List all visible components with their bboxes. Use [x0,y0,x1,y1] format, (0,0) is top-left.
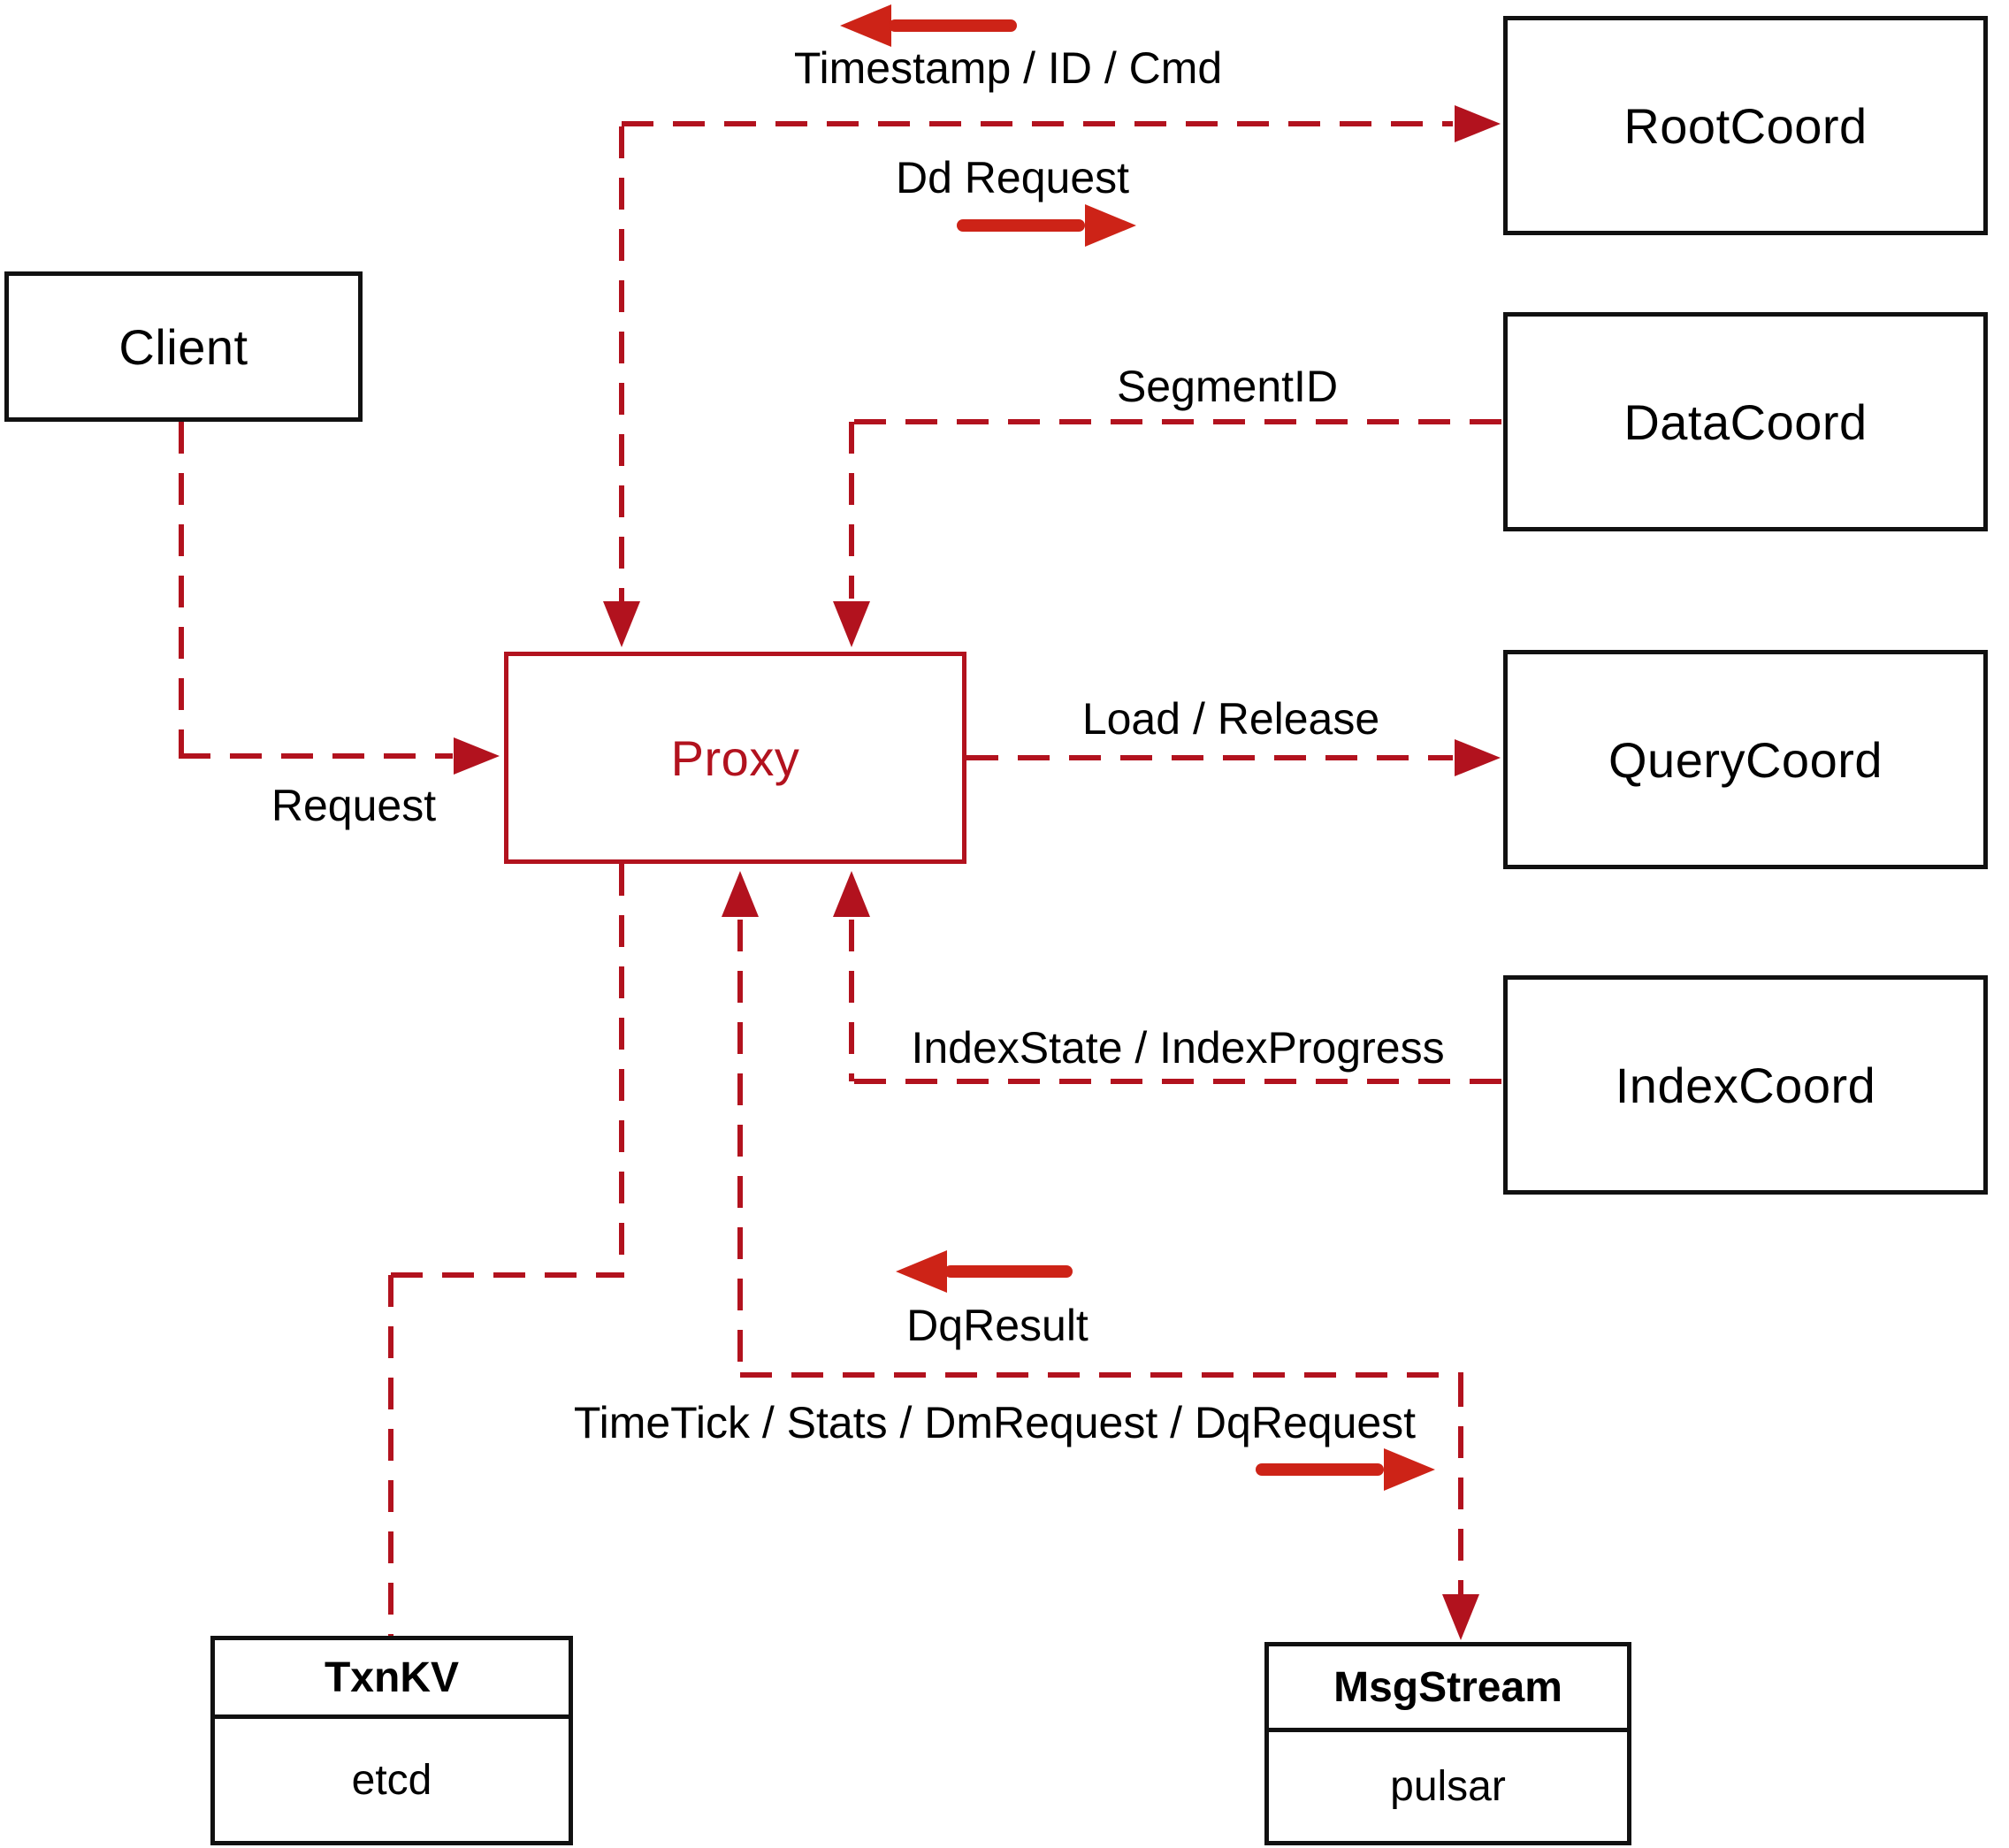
indexcoord-label: IndexCoord [1615,1057,1876,1113]
dqresult-direction-arrow-shaft [944,1265,1073,1278]
node-indexcoord: IndexCoord [1503,975,1988,1195]
node-txnkv: TxnKV etcd [210,1636,573,1845]
edge-proxy-msgstream-vertical-upper [737,920,743,1378]
proxy-msgstream-arrowhead-icon [1442,1594,1479,1640]
edge-proxy-txnkv-horizontal [391,1272,624,1278]
timestamp-direction-arrow-icon [840,4,891,47]
edge-indexcoord-proxy-horizontal [854,1079,1503,1084]
edge-datacoord-proxy-horizontal [854,419,1503,424]
edge-proxy-querycoord-horizontal [966,755,1453,760]
edge-proxy-rootcoord-vertical [619,126,624,604]
edge-datacoord-proxy-vertical [849,422,854,599]
datacoord-proxy-arrowhead-icon [833,601,870,647]
node-rootcoord: RootCoord [1503,16,1988,235]
edge-proxy-txnkv-vertical-upper [619,864,624,1275]
dd-request-direction-arrow-shaft [957,219,1085,232]
dd-request-label: Dd Request [895,153,1130,202]
timetick-direction-arrow-shaft [1256,1463,1384,1476]
edge-proxy-msgstream-vertical-lower [1458,1375,1463,1596]
node-querycoord: QueryCoord [1503,650,1988,869]
proxy-querycoord-arrowhead-icon [1455,739,1501,776]
node-proxy: Proxy [504,652,966,864]
dqresult-direction-arrow-icon [896,1250,947,1293]
edge-client-proxy-horizontal [179,753,453,759]
indexstate-label: IndexState / IndexProgress [911,1023,1445,1073]
edge-indexcoord-proxy-vertical [849,920,854,1081]
edge-proxy-rootcoord-horizontal [622,121,1453,126]
timestamp-id-cmd-label: Timestamp / ID / Cmd [793,43,1223,93]
node-msgstream: MsgStream pulsar [1264,1642,1631,1845]
edge-proxy-msgstream-horizontal [740,1372,1463,1378]
rootcoord-label: RootCoord [1623,97,1868,154]
indexcoord-proxy-arrowhead-icon [833,871,870,917]
proxy-rootcoord-right-arrowhead-icon [1455,105,1501,142]
proxy-label: Proxy [670,729,800,786]
edge-client-proxy-vertical [179,422,184,756]
node-datacoord: DataCoord [1503,312,1988,531]
timetick-direction-arrow-icon [1384,1448,1435,1491]
edge-proxy-txnkv-vertical-lower [388,1275,393,1636]
segment-id-label: SegmentID [1116,362,1339,411]
msgstream-proxy-arrowhead-icon [722,871,759,917]
dqresult-label: DqResult [906,1301,1089,1350]
node-client: Client [4,271,363,422]
querycoord-label: QueryCoord [1608,731,1883,788]
client-proxy-arrowhead-icon [454,737,500,775]
request-label: Request [271,781,437,830]
dd-request-direction-arrow-icon [1085,204,1136,247]
msgstream-title: MsgStream [1269,1646,1627,1732]
msgstream-impl: pulsar [1390,1763,1506,1810]
datacoord-label: DataCoord [1623,393,1868,450]
load-release-label: Load / Release [1081,694,1380,744]
timetick-stats-label: TimeTick / Stats / DmRequest / DqRequest [573,1398,1417,1447]
txnkv-impl: etcd [351,1756,432,1804]
client-label: Client [118,318,248,375]
txnkv-title: TxnKV [215,1640,569,1719]
proxy-rootcoord-down-arrowhead-icon [603,601,640,647]
timestamp-direction-arrow-shaft [889,19,1017,32]
